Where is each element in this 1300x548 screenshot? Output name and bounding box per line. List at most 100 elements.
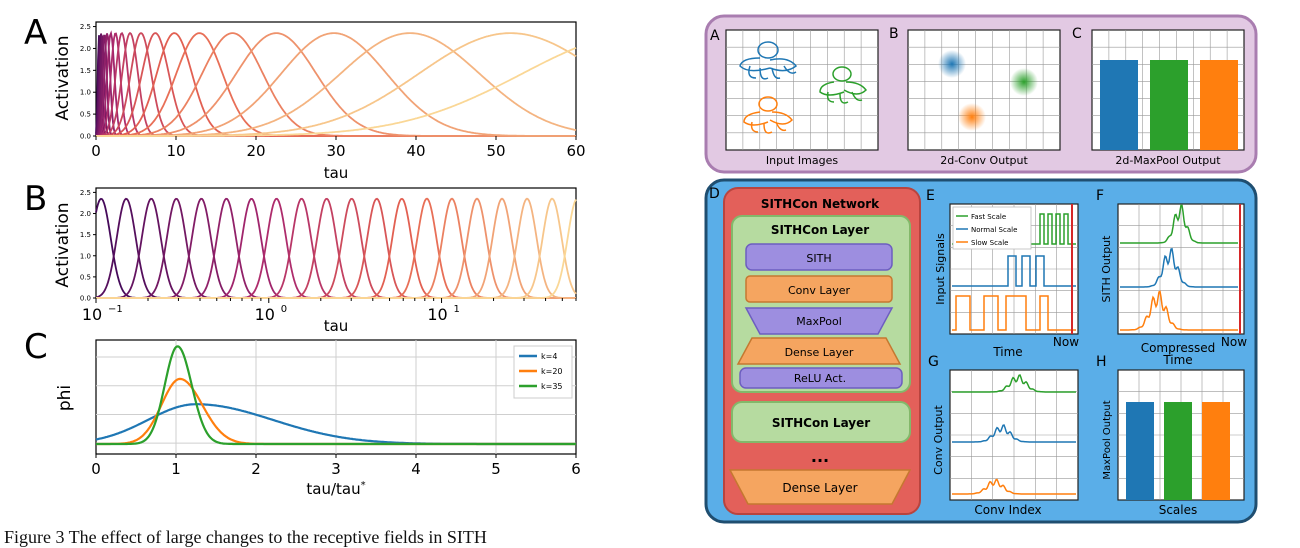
panel-b-yticks: 0.00.51.01.52.02.5: [80, 189, 96, 303]
panel-a-yticks: 0.00.51.01.52.02.5: [80, 23, 96, 141]
conv-output-caption: 2d-Conv Output: [940, 154, 1028, 167]
bottom-network-panel: D SITHCon Network SITHCon Layer SITH Con…: [704, 178, 1258, 524]
panel-a-curve: [95, 30, 576, 137]
e-legend-normal: Normal Scale: [971, 226, 1017, 234]
dense-layer-label: Dense Layer: [785, 346, 854, 359]
panel-b-curve: [96, 197, 576, 299]
panel-a-xtick-label: 50: [486, 142, 505, 160]
h-bar-orange: [1202, 402, 1230, 500]
panel-a-xtick-label: 40: [406, 142, 425, 160]
sith-output-slow: [1120, 290, 1238, 331]
panel-c-legend: k=4 k=20 k=35: [513, 345, 573, 399]
h-bar-blue: [1126, 402, 1154, 500]
panel-b-xtick-exponent: 1: [454, 304, 460, 315]
panel-a-curve: [96, 32, 576, 137]
panel-b-frame: [95, 187, 577, 299]
panel-a-ytick-label: 1.0: [80, 89, 91, 97]
top-label-b: B: [889, 26, 899, 42]
signal-slow: [952, 295, 1076, 331]
e-legend-fast: Fast Scale: [971, 213, 1006, 221]
panel-b-curves: [95, 197, 577, 299]
panel-c-xlabel-sup: *: [361, 480, 366, 491]
network-title: SITHCon Network: [761, 197, 880, 211]
panel-a-curve: [96, 32, 577, 137]
panel-b-ytick-label: 1.5: [80, 231, 91, 239]
panel-a-curve: [96, 32, 576, 137]
doodle-blue: [739, 41, 798, 80]
panel-b-curve: [96, 197, 576, 299]
panel-b-ylabel: Activation: [53, 202, 73, 287]
doodle-orange: [743, 96, 793, 134]
maxpool-label: MaxPool: [796, 315, 842, 328]
panel-b-curve: [96, 197, 576, 299]
f-xlabel-line2: Time: [1162, 353, 1192, 367]
panel-b-xtick-exponent: −1: [108, 304, 123, 315]
g-xlabel: Conv Index: [974, 503, 1041, 517]
f-now-label: Now: [1221, 335, 1247, 349]
figure-caption: Figure 3 The effect of large changes to …: [4, 527, 487, 547]
panel-a-curve: [96, 32, 576, 137]
panel-b-xtick-label: 10: [82, 305, 102, 324]
panel-a-curve: [96, 32, 576, 137]
panel-a-curve: [95, 33, 576, 137]
second-sithcon-layer-label: SITHCon Layer: [772, 416, 870, 430]
panel-b-xtick-label: 10: [255, 305, 275, 324]
panel-b-curve: [96, 198, 576, 299]
panel-b-curve: [96, 197, 576, 299]
e-legend-slow: Slow Scale: [971, 239, 1008, 247]
conv-layer-block: [745, 275, 893, 303]
panel-b-curve: [96, 197, 576, 299]
panel-c-curves: [95, 345, 576, 446]
panel-b-xlabel: tau: [324, 317, 349, 335]
panel-a-curve: [95, 36, 576, 137]
panel-c-xlabel: tau/tau*: [306, 480, 365, 498]
signal-normal: [952, 255, 1076, 287]
bottom-dense-label: Dense Layer: [782, 481, 857, 495]
top-label-a: A: [710, 28, 720, 44]
panel-b-ytick-label: 2.5: [80, 189, 91, 197]
panel-a-curve: [96, 31, 576, 137]
panel-c-xtick-label: 1: [171, 460, 181, 478]
panel-b-curve: [96, 199, 577, 299]
panel-b-curve: [96, 197, 576, 299]
panel-a-curve: [95, 33, 576, 137]
panel-a-ytick-label: 1.5: [80, 67, 91, 75]
h-bar-green: [1164, 402, 1192, 500]
panel-a-xlabel: tau: [324, 164, 349, 182]
panel-a-curve: [96, 46, 577, 137]
sith-output-fast: [1120, 204, 1238, 244]
panel-a-xtick-label: 60: [566, 142, 585, 160]
panel-b-curve: [96, 197, 576, 299]
panel-a-letter: A: [24, 13, 47, 53]
panel-b-curve: [96, 197, 576, 299]
panel-b-ytick-label: 2.0: [80, 210, 91, 218]
conv-output-frame: [907, 29, 1061, 151]
relu-label: ReLU Act.: [794, 372, 846, 385]
g-ylabel: Conv Output: [932, 405, 945, 475]
sith-output-normal: [1120, 247, 1238, 288]
panel-a-xtick-label: 20: [246, 142, 265, 160]
panel-c-xtick-label: 4: [411, 460, 421, 478]
panel-c-xtick-label: 3: [331, 460, 341, 478]
signal-fast: [952, 213, 1076, 245]
panel-b-curve: [95, 197, 576, 299]
legend-label-k35: k=35: [541, 382, 563, 391]
panel-b-xtick-label: 10: [427, 305, 447, 324]
panel-f-grid: [1118, 204, 1244, 334]
legend-label-k4: k=4: [541, 352, 557, 361]
f-xlabel-line1: Compressed: [1141, 341, 1216, 355]
panel-b-letter: B: [24, 179, 47, 219]
e-ylabel: Input Signals: [934, 233, 947, 305]
panel-a-curve: [96, 32, 576, 137]
panel-f-letter: F: [1096, 188, 1104, 204]
panel-b-ytick-label: 0.0: [80, 295, 91, 303]
panel-a-curve: [96, 32, 576, 137]
maxpool-bar-green: [1150, 60, 1188, 150]
input-images-caption: Input Images: [766, 154, 838, 167]
panel-b-curve: [96, 197, 576, 299]
f-ylabel: SITH Output: [1100, 235, 1113, 303]
sith-block: [745, 243, 893, 271]
